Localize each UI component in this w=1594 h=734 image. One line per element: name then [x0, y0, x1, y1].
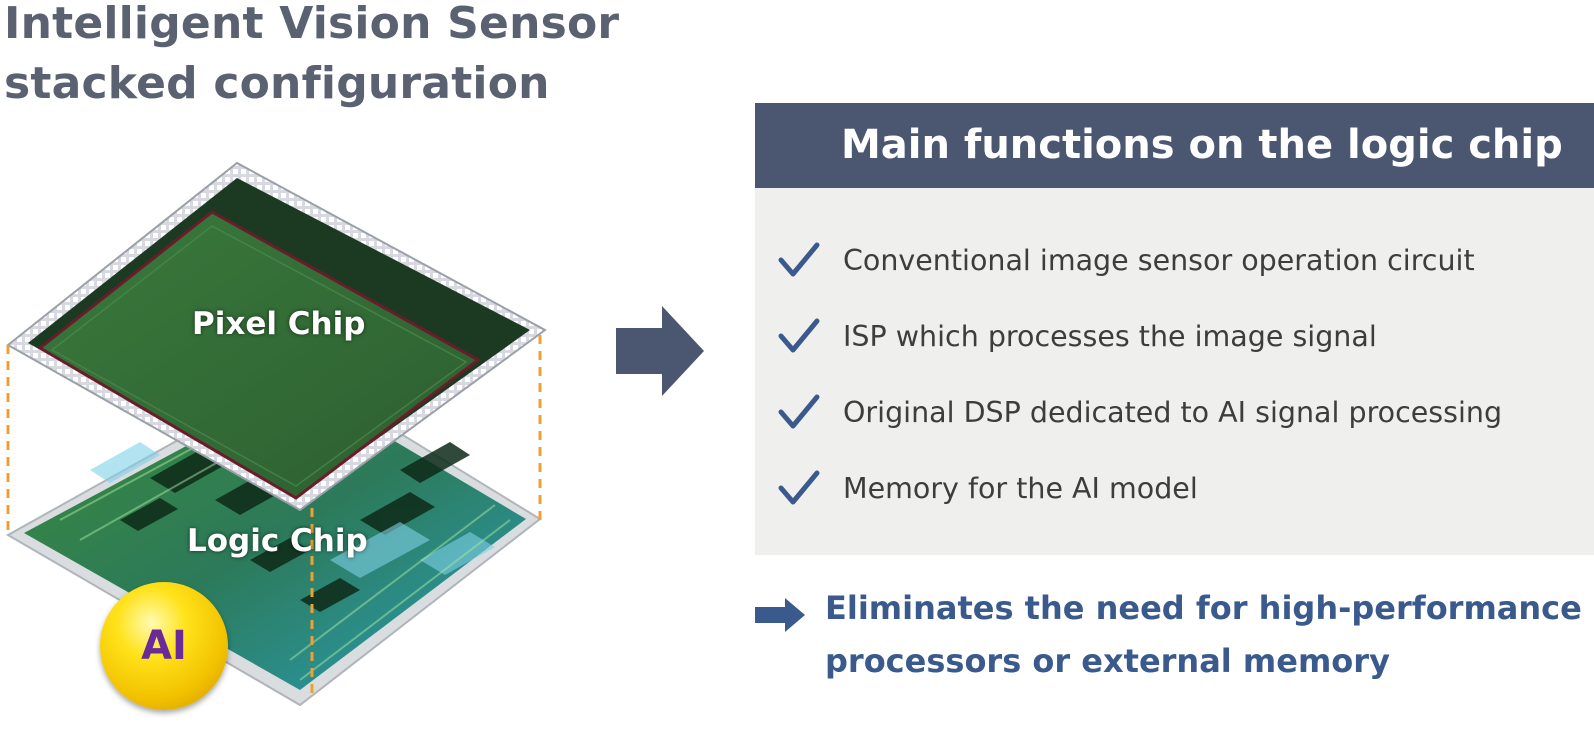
conclusion-text: Eliminates the need for high-performance… [825, 582, 1582, 688]
conclusion-line-1: Eliminates the need for high-performance [825, 589, 1582, 627]
dashed-guide-lines [6, 335, 542, 700]
right-arrow-icon [755, 598, 805, 632]
list-item: Conventional image sensor operation circ… [777, 238, 1475, 282]
logic-chip [5, 370, 542, 707]
function-item-text: Conventional image sensor operation circ… [843, 243, 1475, 277]
function-item-text: Memory for the AI model [843, 471, 1198, 505]
title-line-1: Intelligent Vision Sensor [4, 0, 620, 49]
right-arrow-icon [616, 306, 704, 396]
logic-chip-functions-panel: Main functions on the logic chip Convent… [755, 103, 1594, 555]
function-item-text: Original DSP dedicated to AI signal proc… [843, 395, 1503, 429]
title-line-2: stacked configuration [4, 58, 550, 109]
checkmark-icon [778, 318, 820, 353]
stacked-chip-illustration [5, 161, 547, 707]
pixel-chip-label: Pixel Chip [192, 306, 366, 342]
list-item: Memory for the AI model [777, 466, 1198, 510]
list-item: Original DSP dedicated to AI signal proc… [777, 390, 1502, 434]
ai-badge: AI [100, 582, 228, 710]
logic-chip-label: Logic Chip [187, 523, 368, 559]
list-item: ISP which processes the image signal [777, 314, 1377, 358]
checkmark-icon [778, 242, 820, 277]
function-item-text: ISP which processes the image signal [843, 319, 1377, 353]
ai-badge-label: AI [141, 623, 187, 669]
checkmark-icon [778, 394, 820, 429]
conclusion-line-2: processors or external memory [825, 642, 1390, 680]
pixel-chip [6, 161, 547, 512]
page-title: Intelligent Vision Sensor stacked config… [4, 0, 619, 114]
panel-header: Main functions on the logic chip [755, 103, 1594, 188]
conclusion: Eliminates the need for high-performance… [755, 582, 1585, 692]
checkmark-icon [778, 470, 820, 505]
